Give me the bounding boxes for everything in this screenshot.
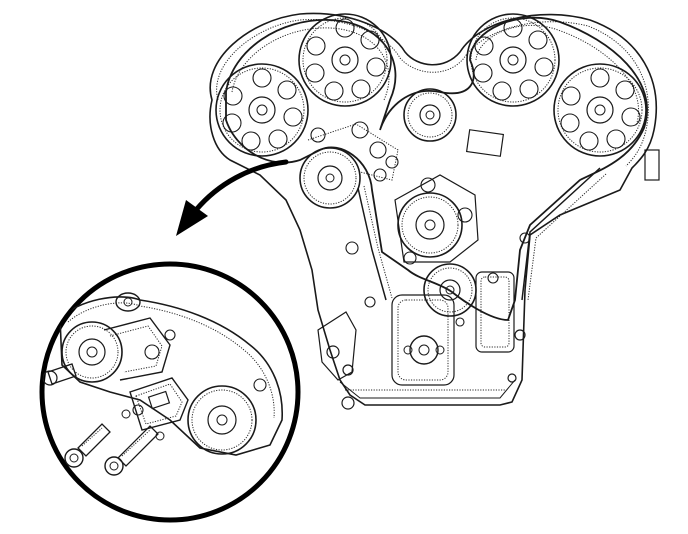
water-pump-pulley <box>394 174 479 265</box>
crankshaft-sprocket <box>423 263 477 317</box>
tensioner-bolt-right <box>104 425 159 476</box>
tensioner-mount-hardware <box>307 121 399 182</box>
timing-belt <box>225 16 648 321</box>
belt-tensioner-pulley <box>299 147 361 209</box>
camshaft-sprocket-right-inner <box>466 13 560 107</box>
upper-idler-pulley <box>403 88 457 142</box>
tensioner-bolt-left <box>64 423 111 468</box>
oil-pump-hub <box>403 335 445 365</box>
tensioner-detail-view <box>39 261 301 523</box>
engine-block-outline <box>209 12 660 410</box>
callout-arrow-icon <box>176 159 289 236</box>
misc-fasteners <box>345 232 531 327</box>
camshaft-sprocket-right-outer <box>553 63 647 157</box>
camshaft-sprocket-left-inner <box>298 13 392 107</box>
camshaft-sprocket-left-outer <box>215 63 309 157</box>
